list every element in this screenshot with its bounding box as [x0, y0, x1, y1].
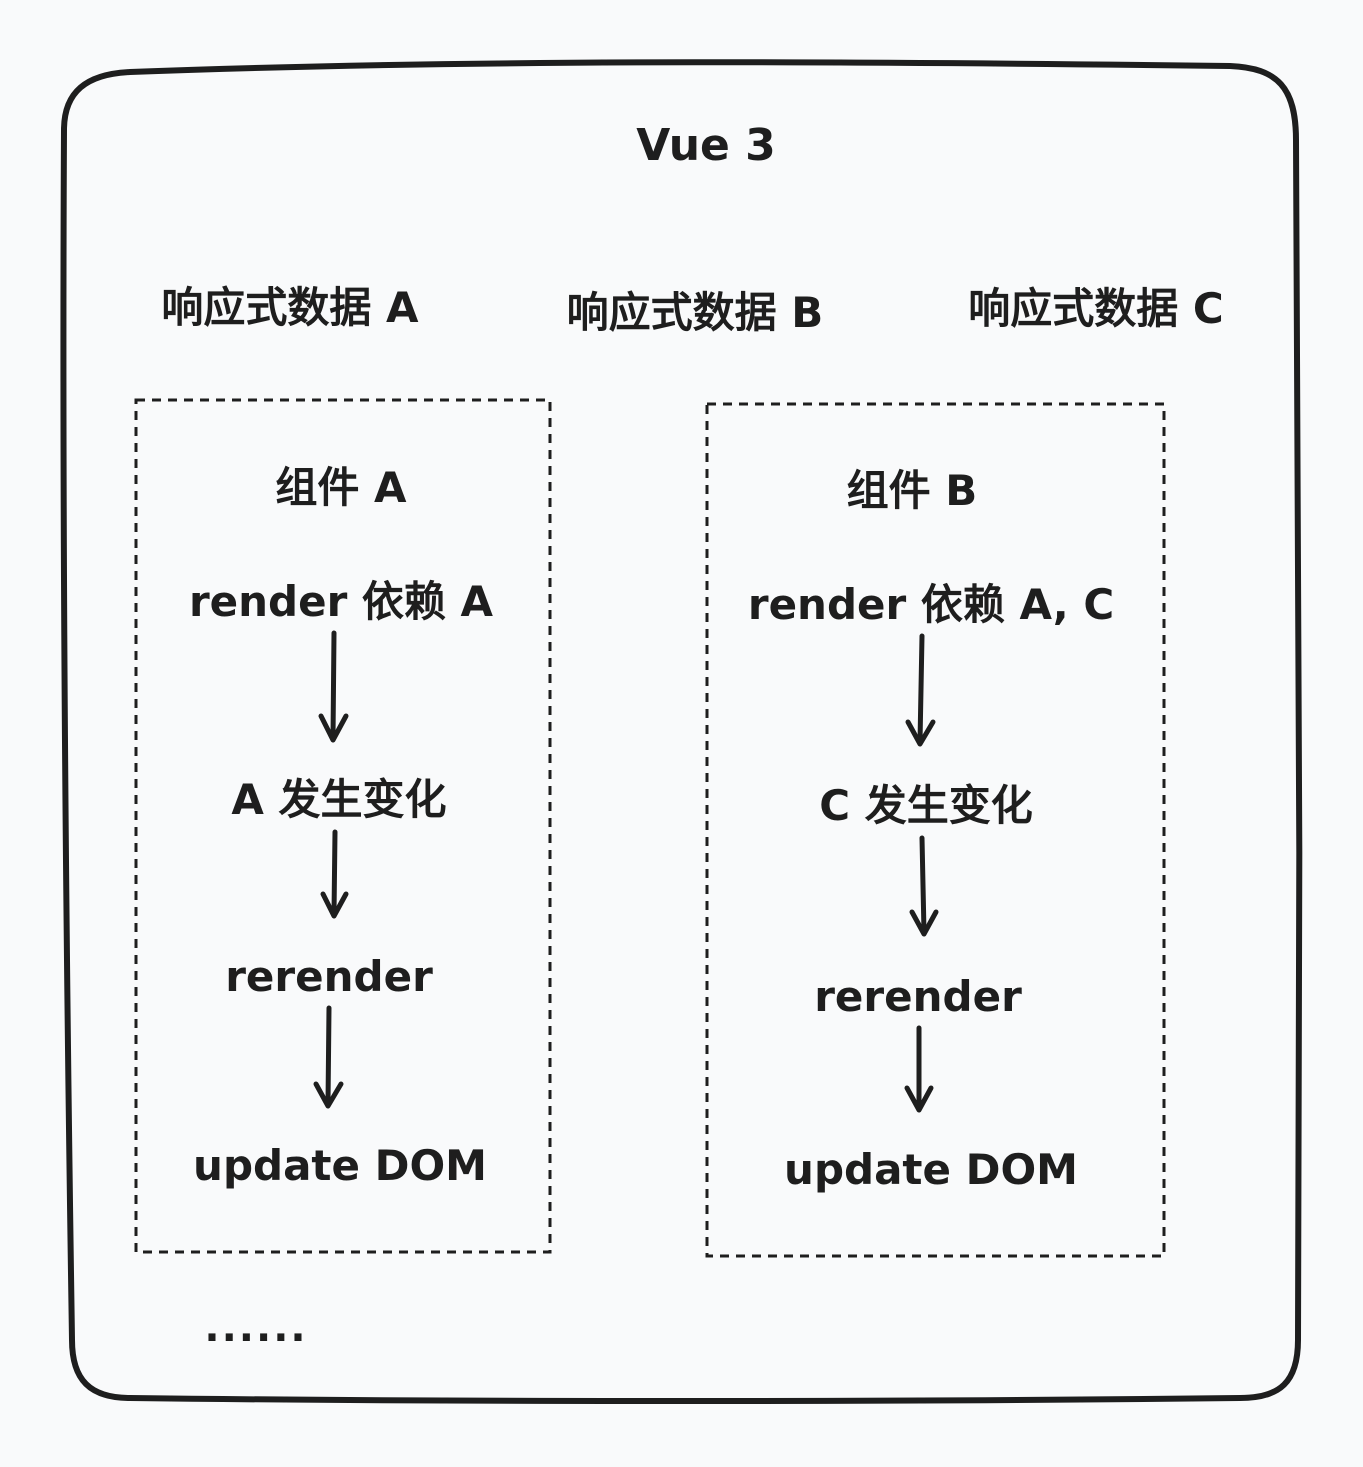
component-b-step-rerender: rerender [814, 972, 1022, 1021]
vue-container-border [60, 59, 1303, 1404]
component-b-step-change: C 发生变化 [819, 781, 1033, 830]
component-a-step-render: render 依赖 A [188, 577, 494, 626]
diagram-title: Vue 3 [636, 120, 776, 171]
arrow-b-1 [905, 633, 936, 747]
arrow-b-2 [909, 835, 939, 937]
reactive-data-c-label: 响应式数据 C [968, 284, 1224, 333]
reactive-data-b-label: 响应式数据 B [566, 288, 824, 337]
reactive-data-a-label: 响应式数据 A [161, 283, 419, 332]
more-ellipsis: ...... [204, 1305, 308, 1351]
component-b-step-update-dom: update DOM [784, 1145, 1078, 1194]
arrow-a-2 [320, 829, 349, 919]
component-a-title: 组件 A [275, 463, 407, 512]
arrow-b-3 [904, 1025, 934, 1113]
component-a-step-rerender: rerender [225, 952, 433, 1001]
component-b-box [705, 402, 1166, 1258]
arrow-a-3 [313, 1005, 344, 1109]
component-a-box [134, 398, 552, 1254]
component-a-step-change: A 发生变化 [231, 775, 447, 824]
component-b-title: 组件 B [846, 466, 978, 515]
component-a-step-update-dom: update DOM [193, 1141, 487, 1190]
arrow-a-1 [318, 630, 349, 743]
component-b-step-render: render 依赖 A, C [747, 580, 1115, 629]
